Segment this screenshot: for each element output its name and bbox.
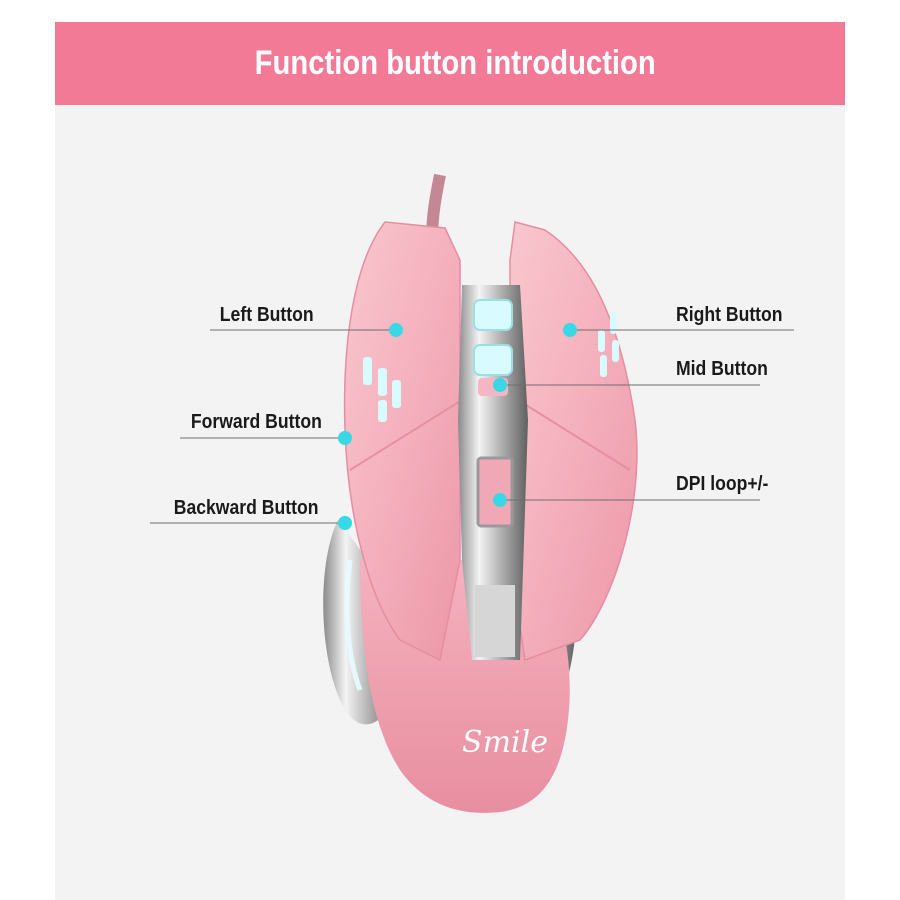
callout-left-button: Left Button xyxy=(220,304,314,326)
right-button-dot xyxy=(563,323,577,337)
forward-button-dot xyxy=(338,431,352,445)
callout-dpi-loop: DPI loop+/- xyxy=(676,473,769,495)
callout-lines xyxy=(150,329,794,524)
callout-mid-button: Mid Button xyxy=(676,358,768,380)
brand-logo: Smile xyxy=(462,725,548,760)
left-light-vents xyxy=(363,357,401,422)
callout-right-button: Right Button xyxy=(676,304,783,326)
left-button-shell xyxy=(343,221,461,662)
left-button-dot xyxy=(389,323,403,337)
callout-forward-button: Forward Button xyxy=(190,411,322,433)
scroll-wheel-bottom xyxy=(473,344,513,376)
scroll-wheel-top xyxy=(473,299,513,331)
banner-title: Function button introduction xyxy=(254,44,656,82)
callout-dots xyxy=(338,323,577,530)
right-button-shell xyxy=(509,221,638,662)
mid-button-dot xyxy=(493,378,507,392)
right-light-vents xyxy=(598,312,619,377)
callout-backward-button: Backward Button xyxy=(173,497,318,519)
dpi-button xyxy=(476,456,514,528)
title-banner: Function button introduction xyxy=(55,22,845,105)
backward-button-dot xyxy=(338,516,352,530)
dpi-button-dot xyxy=(493,493,507,507)
